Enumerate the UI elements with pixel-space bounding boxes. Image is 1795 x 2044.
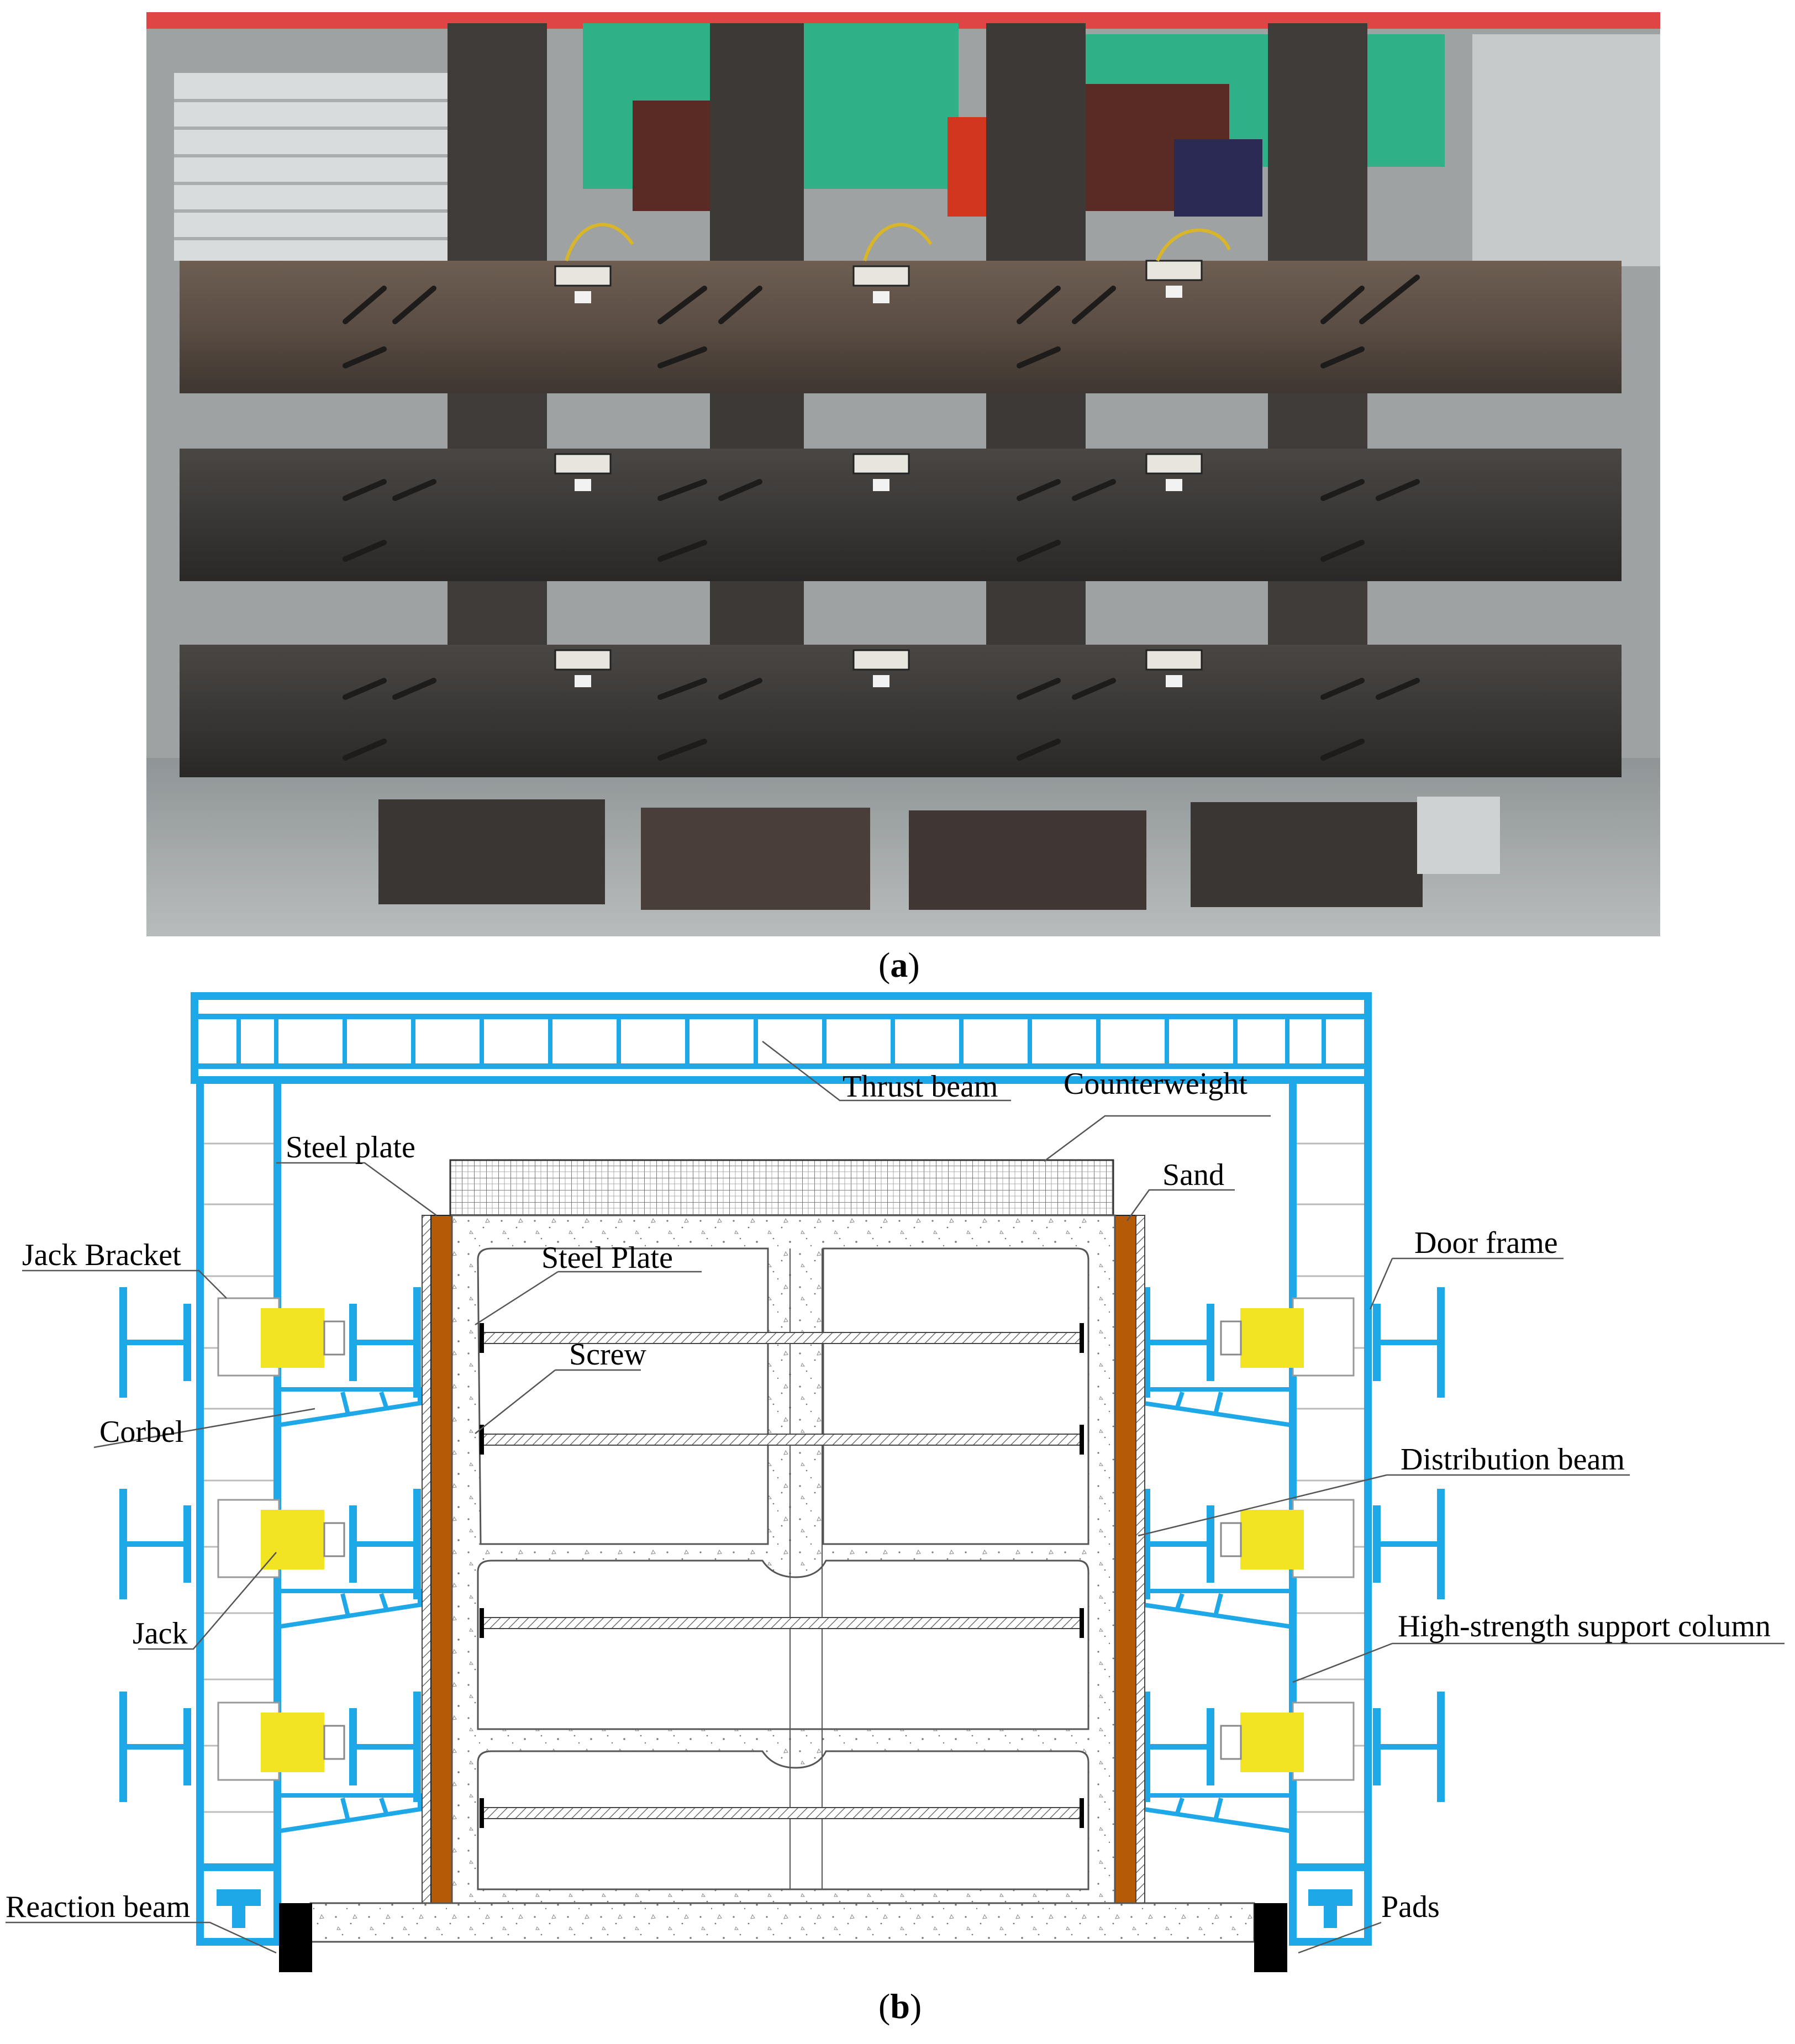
counterweight-block	[449, 1159, 1114, 1216]
right-pad	[1254, 1903, 1287, 1972]
label-steel-plate-inner: Steel Plate	[541, 1241, 673, 1275]
screws	[480, 1323, 1084, 1828]
label-jack: Jack	[133, 1616, 188, 1651]
caption-a: (a)	[878, 945, 920, 984]
label-screw: Screw	[569, 1337, 647, 1372]
label-corbel: Corbel	[99, 1415, 183, 1449]
leader-lines	[6, 1041, 1785, 1954]
label-pads: Pads	[1381, 1890, 1440, 1924]
tunnel-section	[451, 1214, 1116, 1904]
label-counterweight: Counterweight	[1064, 1067, 1247, 1101]
label-door-frame: Door frame	[1414, 1226, 1558, 1260]
left-distribution-beam	[422, 1215, 452, 1904]
label-distribution-beam: Distribution beam	[1401, 1442, 1625, 1477]
label-reaction-beam: Reaction beam	[6, 1890, 190, 1924]
right-distribution-beam	[1114, 1215, 1145, 1904]
label-thrust-beam: Thrust beam	[843, 1070, 998, 1104]
label-steel-plate: Steel plate	[286, 1130, 415, 1165]
thrust-beam-truss	[191, 992, 1372, 1084]
loading-rig-schematic: Thrust beam Counterweight Steel plate Sa…	[6, 992, 1785, 1972]
jacks	[261, 1308, 1304, 1772]
caption-b: (b)	[878, 1987, 922, 2026]
label-sand: Sand	[1162, 1158, 1224, 1192]
label-jack-bracket: Jack Bracket	[22, 1238, 181, 1272]
foundation-slab	[309, 1902, 1255, 1943]
left-pad	[279, 1903, 312, 1972]
label-high-strength-support-column: High-strength support column	[1398, 1609, 1771, 1643]
test-rig-photo	[146, 12, 1660, 936]
